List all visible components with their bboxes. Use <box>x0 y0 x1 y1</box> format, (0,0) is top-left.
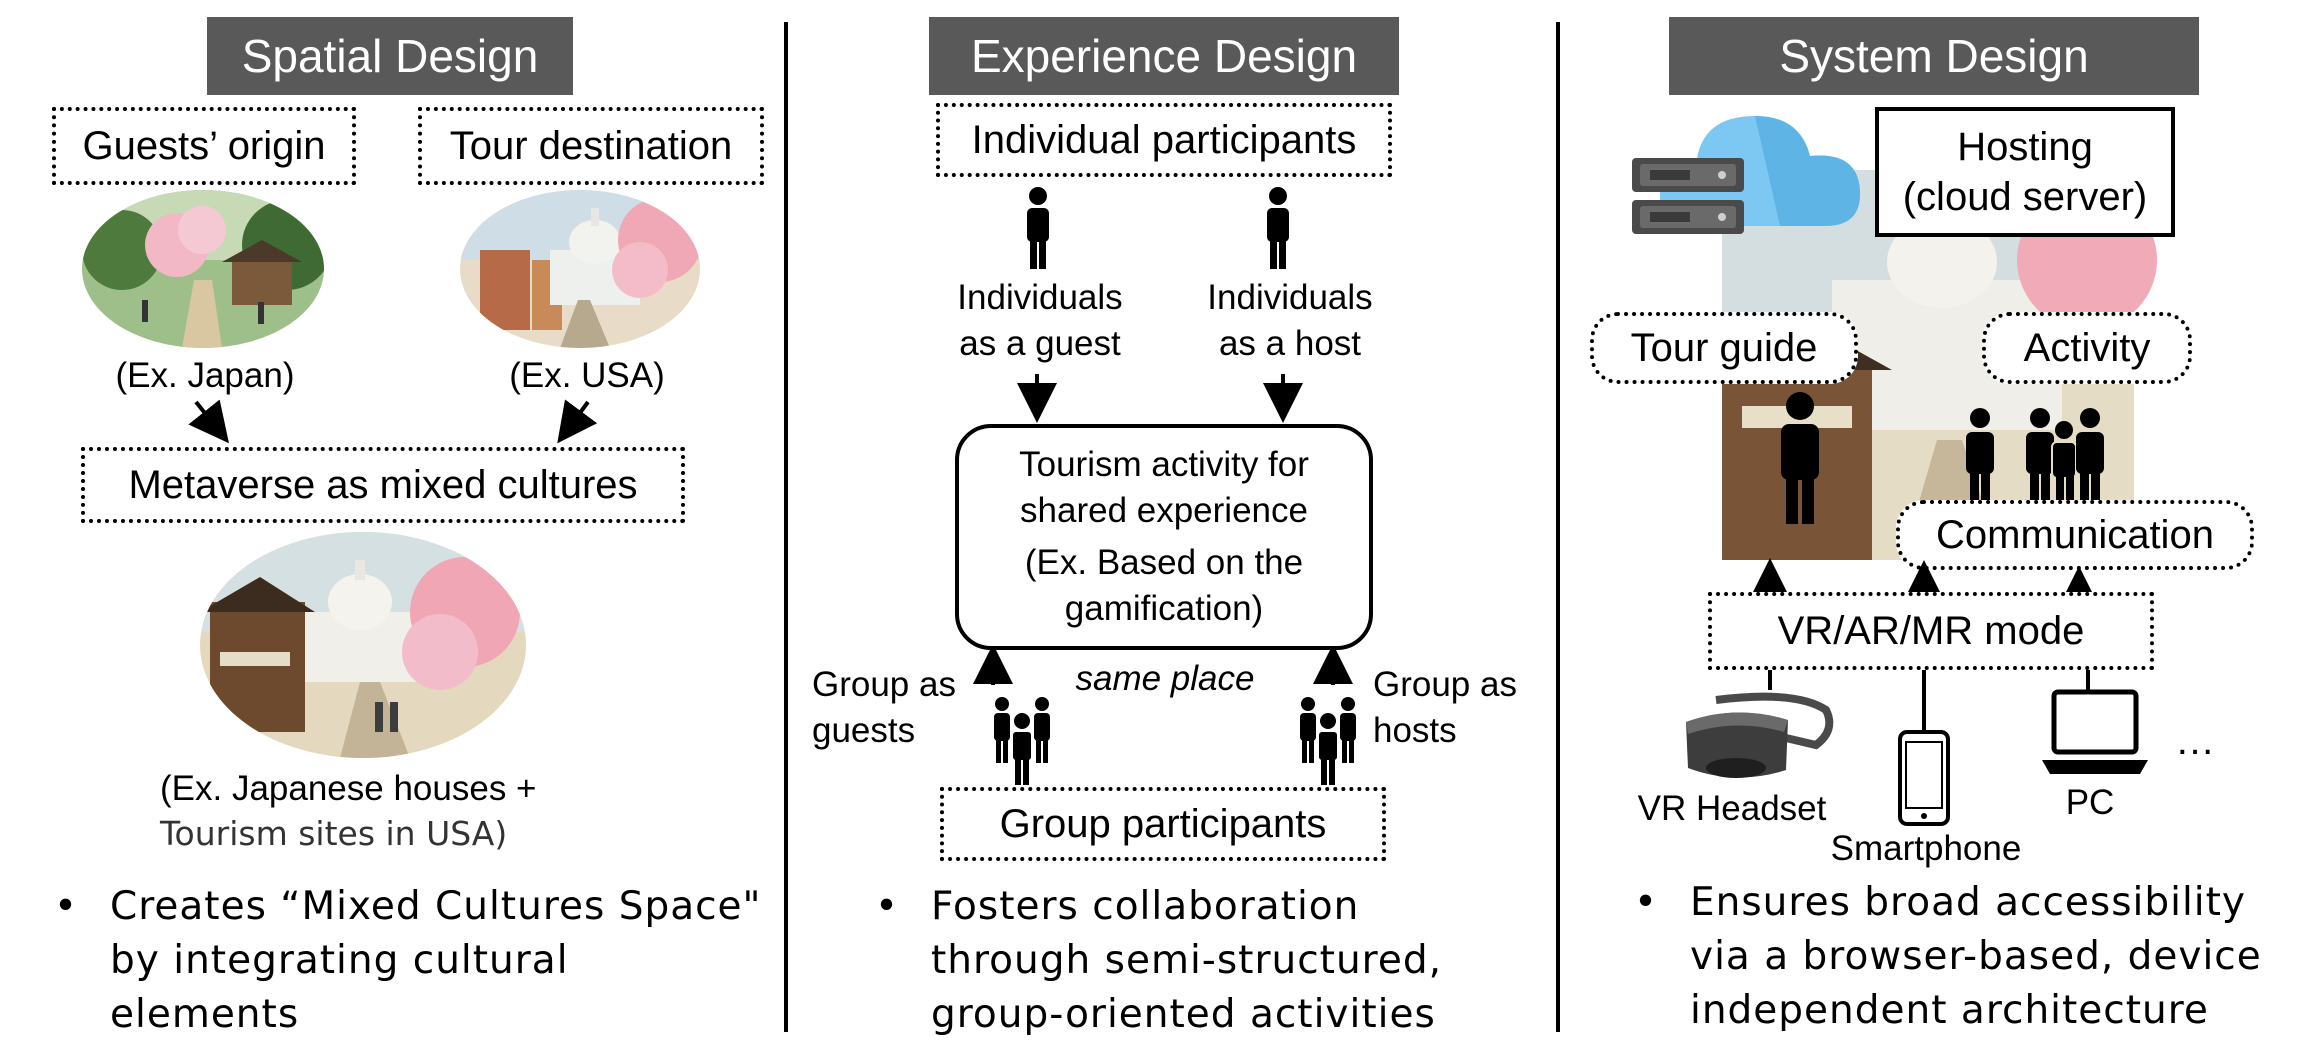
group-hosts-line1: Group as <box>1373 665 1517 704</box>
vr-headset-icon <box>1686 692 1834 778</box>
hosting-box: Hosting (cloud server) <box>1875 107 2175 237</box>
experience-bullet-line3: group-oriented activities <box>931 992 1436 1037</box>
activity-line4: gamification) <box>1064 589 1264 628</box>
ex-mixed-line1: (Ex. Japanese houses + <box>160 769 537 808</box>
tour-guide-person-icon <box>1781 392 1819 524</box>
individuals-host-label: Individuals as a host <box>1170 275 1410 367</box>
system-design-header: System Design <box>1669 17 2199 95</box>
group-guests-line2: guests <box>812 711 916 750</box>
smartphone-label: Smartphone <box>1830 829 2022 868</box>
individuals-host-line1: Individuals <box>1207 278 1373 317</box>
divider-right <box>1556 22 1560 1032</box>
group-hosts-line2: hosts <box>1373 711 1457 750</box>
bullet-symbol: • <box>54 884 79 929</box>
ellipsis-label: … <box>2175 719 2215 763</box>
activity-people-icon <box>1966 408 2104 506</box>
tourism-activity-box: Tourism activity for shared experience (… <box>955 424 1373 650</box>
individual-participants-box: Individual participants <box>936 103 1392 177</box>
cloud-icon <box>1660 116 1860 226</box>
activity-line2: shared experience <box>1020 491 1308 530</box>
activity-line3: (Ex. Based on the <box>1024 543 1304 582</box>
individuals-host-line2: as a host <box>1218 324 1362 363</box>
tour-destination-box: Tour destination <box>418 107 764 185</box>
experience-design-header: Experience Design <box>929 17 1399 95</box>
guests-origin-box: Guests’ origin <box>52 107 356 185</box>
bullet-symbol: • <box>875 884 900 929</box>
ex-japan-label: (Ex. Japan) <box>115 356 295 395</box>
spatial-design-header: Spatial Design <box>207 17 573 95</box>
group-participants-box: Group participants <box>940 787 1386 861</box>
communication-box: Communication <box>1896 500 2254 570</box>
vr-headset-label: VR Headset <box>1637 789 1827 828</box>
group-icon <box>1300 697 1356 785</box>
individuals-guest-label: Individuals as a guest <box>920 275 1160 367</box>
spatial-arrows <box>188 399 598 444</box>
server-icon <box>1632 158 1744 234</box>
experience-bullet-line2: through semi-structured, <box>931 938 1442 983</box>
smartphone-icon <box>1898 730 1950 826</box>
pc-label: PC <box>2065 783 2115 822</box>
same-place-label: same place <box>1075 659 1255 698</box>
hosting-line2: (cloud server) <box>1902 175 2148 219</box>
person-icon <box>1267 187 1289 269</box>
activity-box: Activity <box>1982 312 2192 384</box>
ex-mixed-line2: Tourism sites in USA) <box>160 814 508 853</box>
laptop-icon <box>2042 689 2148 774</box>
spatial-bullet: • Creates “Mixed Cultures Space" by inte… <box>54 880 770 1042</box>
group-hosts-label: Group as hosts <box>1373 662 1543 754</box>
individuals-guest-line2: as a guest <box>959 324 1121 363</box>
person-icon <box>1027 187 1049 269</box>
bullet-symbol: • <box>1634 880 1659 925</box>
vr-ar-mr-mode-box: VR/AR/MR mode <box>1708 592 2154 670</box>
group-guests-line1: Group as <box>812 665 956 704</box>
divider-left <box>784 22 788 1032</box>
system-bullet-line1: Ensures broad accessibility <box>1690 880 2247 925</box>
spatial-bullet-line1: Creates “Mixed Cultures Space" <box>110 884 762 929</box>
metaverse-box: Metaverse as mixed cultures <box>81 447 685 523</box>
system-bullet: • Ensures broad accessibility via a brow… <box>1634 876 2290 1038</box>
individuals-guest-line1: Individuals <box>957 278 1123 317</box>
ex-usa-label: (Ex. USA) <box>509 356 665 395</box>
activity-line1: Tourism activity for <box>1019 445 1309 484</box>
usa-scene-image <box>460 190 700 348</box>
experience-bullet: • Fosters collaboration through semi-str… <box>875 880 1551 1042</box>
mixed-scene-image <box>200 532 526 758</box>
tour-guide-box: Tour guide <box>1590 312 1858 384</box>
group-icon <box>994 697 1050 785</box>
hosting-line1: Hosting <box>1957 125 2093 169</box>
system-bullet-line3: independent architecture <box>1690 988 2209 1033</box>
experience-bullet-line1: Fosters collaboration <box>931 884 1360 929</box>
japan-scene-image <box>82 190 324 348</box>
system-bullet-line2: via a browser-based, device <box>1690 934 2262 979</box>
group-guests-label: Group as guests <box>812 662 982 754</box>
spatial-bullet-line2: by integrating cultural elements <box>110 938 569 1037</box>
